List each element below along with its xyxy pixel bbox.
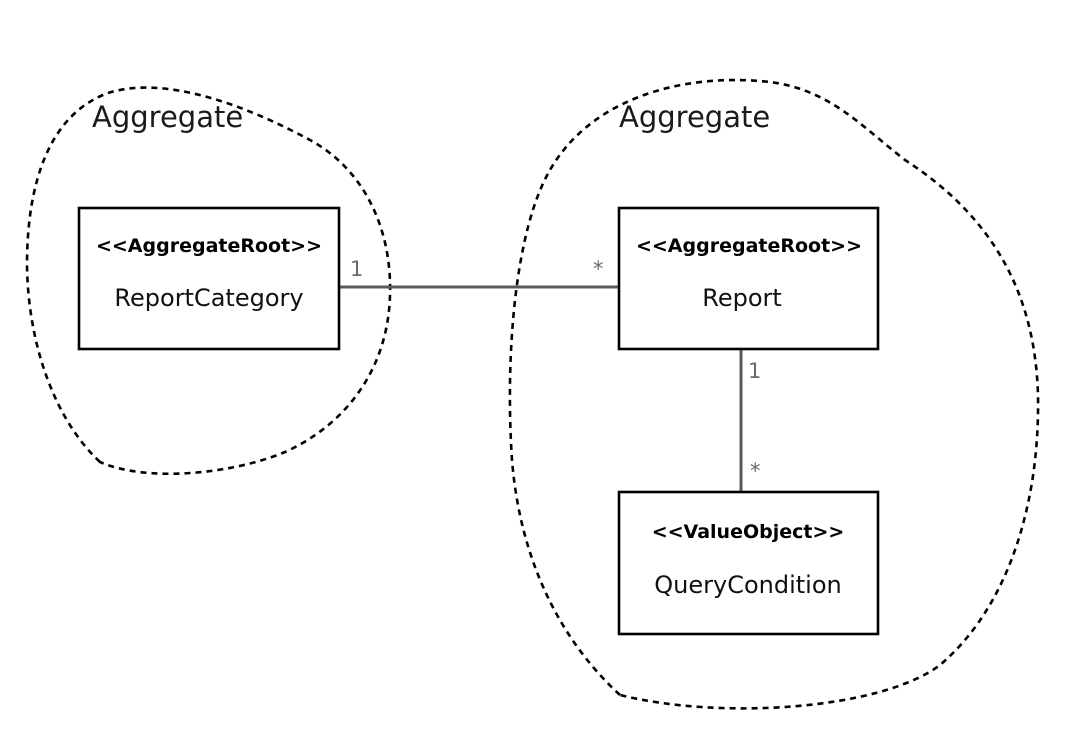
class-box-report[interactable]: <<AggregateRoot>> Report	[617, 206, 880, 351]
aggregate-boundary-right	[508, 78, 1040, 710]
class-box-frame	[77, 206, 341, 351]
aggregate-boundary-left	[25, 86, 392, 476]
multiplicity-report-end: *	[593, 257, 604, 281]
class-box-frame	[617, 206, 880, 351]
class-name: ReportCategory	[114, 284, 303, 312]
multiplicity-condition-end: *	[750, 459, 761, 483]
class-box-report-category[interactable]: <<AggregateRoot>> ReportCategory	[77, 206, 341, 351]
class-stereotype: <<ValueObject>>	[652, 521, 845, 543]
class-stereotype: <<AggregateRoot>>	[636, 235, 862, 257]
class-name: QueryCondition	[654, 571, 841, 599]
multiplicity-category-end: 1	[350, 257, 363, 281]
class-box-query-condition[interactable]: <<ValueObject>> QueryCondition	[617, 490, 880, 636]
class-box-frame	[617, 490, 880, 636]
multiplicity-report-top-end: 1	[748, 359, 761, 383]
class-stereotype: <<AggregateRoot>>	[96, 235, 322, 257]
aggregate-label-right: Aggregate	[619, 100, 770, 134]
class-name: Report	[702, 284, 782, 312]
aggregate-label-left: Aggregate	[92, 100, 243, 134]
